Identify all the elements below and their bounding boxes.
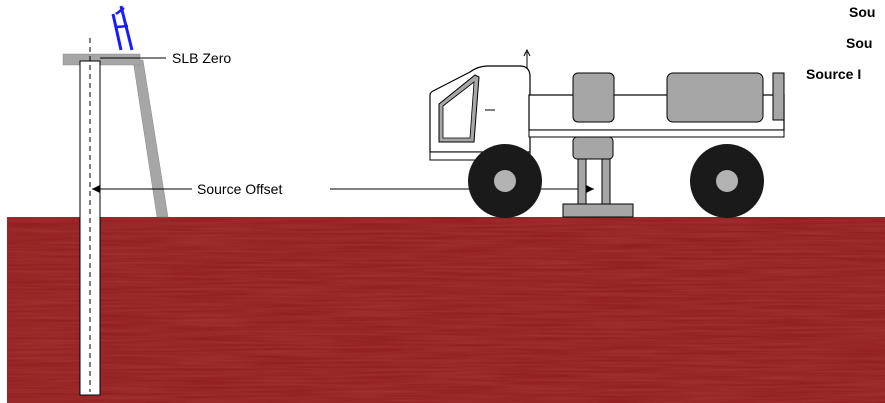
tank-large	[666, 72, 764, 123]
side-label-2: Sou	[846, 35, 872, 51]
rear-wheel	[690, 144, 764, 218]
rig-mast	[132, 59, 169, 218]
tool-rung	[116, 24, 129, 29]
side-label-1: Sou	[849, 4, 875, 20]
tank-end	[772, 72, 785, 121]
tool-top	[115, 7, 125, 15]
antenna-tip	[523, 48, 531, 57]
vibrator-housing	[572, 136, 614, 160]
source-offset-annotation: Source Offset	[92, 181, 594, 197]
rig	[62, 53, 169, 218]
truck-window-glass	[442, 81, 475, 139]
rear-hub	[716, 170, 738, 192]
slb-zero-annotation: SLB Zero	[100, 50, 231, 66]
source-offset-label: Source Offset	[197, 181, 282, 197]
chassis-rail	[528, 129, 785, 138]
rig-crossbar	[62, 53, 141, 66]
offset-arrow-right	[586, 185, 594, 193]
logging-tool-icon	[111, 5, 134, 51]
tool-leg-left	[111, 13, 123, 51]
borehole-icon	[79, 38, 101, 396]
baseplate	[562, 203, 634, 218]
vibrator-leg-left	[577, 158, 587, 205]
ground	[7, 217, 885, 403]
tank-small	[572, 72, 615, 123]
offset-arrow-left	[92, 185, 100, 193]
ground-texture	[7, 217, 885, 403]
front-wheel	[468, 144, 542, 218]
side-labels: Sou Sou Source I	[806, 4, 875, 82]
side-label-3: Source I	[806, 66, 861, 82]
vibrator-leg-right	[601, 158, 611, 205]
front-hub	[494, 170, 516, 192]
tool-leg-right	[119, 5, 134, 51]
vibroseis-truck-icon	[429, 48, 785, 218]
slb-zero-label: SLB Zero	[172, 50, 231, 66]
